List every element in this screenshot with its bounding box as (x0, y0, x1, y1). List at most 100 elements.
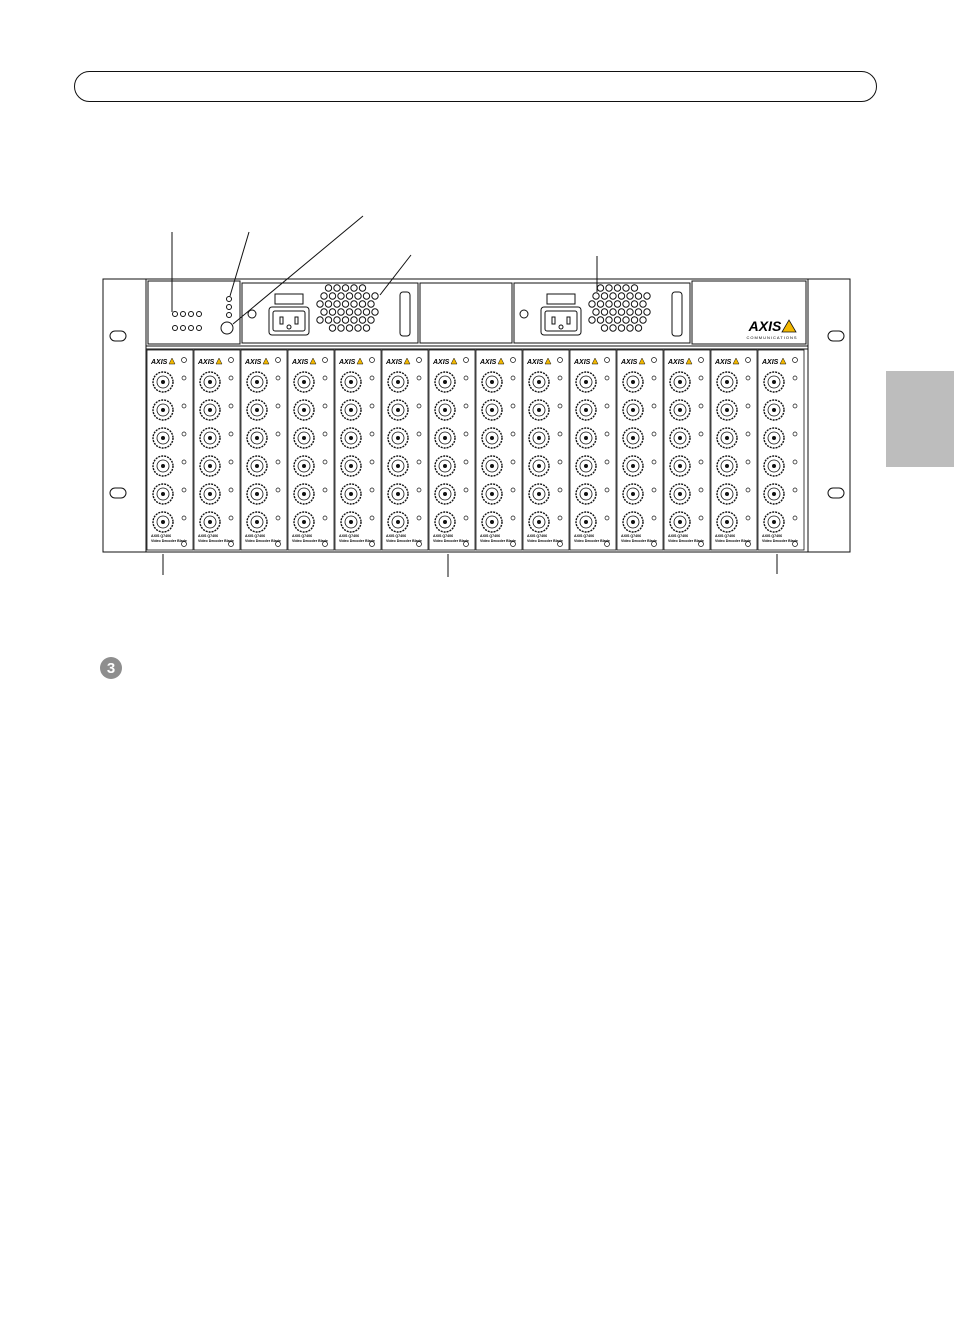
blade-brand: AXIS (573, 359, 591, 366)
power-leds (226, 296, 232, 318)
bnc-connector (246, 399, 281, 421)
bnc-connector (528, 399, 563, 421)
bnc-connector (434, 511, 469, 533)
blade-brand: AXIS (244, 359, 262, 366)
fan-grille (588, 284, 651, 332)
brand-logo-triangle (781, 319, 797, 333)
bnc-connector (528, 455, 563, 477)
blade-model-label: AXIS Q7406 (762, 534, 782, 538)
blade-type-label: Video Decoder Blade (433, 539, 469, 543)
bnc-connector (575, 483, 610, 505)
bnc-connector (293, 427, 328, 449)
blade-brand: AXIS (667, 359, 685, 366)
bnc-connector (669, 483, 704, 505)
bnc-connector (199, 483, 234, 505)
bnc-connector (434, 399, 469, 421)
psu-handle (671, 291, 683, 337)
bnc-connector (528, 427, 563, 449)
control-panel (147, 280, 241, 345)
blade-type-label: Video Decoder Blade (151, 539, 187, 543)
bnc-connector (575, 399, 610, 421)
power-supplies (241, 282, 691, 344)
control-button (220, 321, 234, 335)
fan-grille (316, 284, 379, 332)
blade-model-label: AXIS Q7406 (480, 534, 500, 538)
blade-type-label: Video Decoder Blade (621, 539, 657, 543)
blade-model-label: AXIS Q7406 (715, 534, 735, 538)
blade-type-label: Video Decoder Blade (292, 539, 328, 543)
bnc-connector (340, 455, 375, 477)
bnc-connector (622, 427, 657, 449)
blade-model-label: AXIS Q7406 (574, 534, 594, 538)
chapter-tab (886, 371, 954, 467)
bnc-connector (199, 455, 234, 477)
bnc-connector (152, 427, 187, 449)
bnc-connector (434, 371, 469, 393)
bnc-connector (246, 455, 281, 477)
bnc-connector (387, 483, 422, 505)
bnc-connector (528, 511, 563, 533)
bnc-connector (763, 427, 798, 449)
bnc-connector (434, 483, 469, 505)
power-supply-2 (513, 282, 691, 344)
blade-model-label: AXIS Q7406 (198, 534, 218, 538)
bnc-connector (152, 483, 187, 505)
power-switch (274, 293, 304, 305)
bnc-connector (716, 371, 751, 393)
bnc-connector (622, 455, 657, 477)
bnc-connector (716, 455, 751, 477)
power-supply-1 (241, 282, 419, 344)
bnc-connector (481, 427, 516, 449)
bnc-connector (246, 371, 281, 393)
blade-brand: AXIS (338, 359, 356, 366)
bnc-connector (340, 427, 375, 449)
blade-type-label: Video Decoder Blade (574, 539, 610, 543)
blade-type-label: Video Decoder Blade (762, 539, 798, 543)
bnc-connector (293, 371, 328, 393)
bnc-connector (387, 427, 422, 449)
blade-model-label: AXIS Q7406 (668, 534, 688, 538)
bnc-connector (669, 511, 704, 533)
bnc-connector (199, 371, 234, 393)
bnc-connector (434, 455, 469, 477)
blade-model-label: AXIS Q7406 (621, 534, 641, 538)
blade-model-label: AXIS Q7406 (386, 534, 406, 538)
bnc-connector (152, 371, 187, 393)
bnc-connector (716, 511, 751, 533)
bnc-connector (387, 371, 422, 393)
bnc-connector (763, 483, 798, 505)
bnc-connector (622, 483, 657, 505)
blade-brand: AXIS (432, 359, 450, 366)
bnc-connector (575, 511, 610, 533)
bnc-connector (622, 399, 657, 421)
power-switch (546, 293, 576, 305)
brand-area: AXIS COMMUNICATIONS (691, 280, 807, 345)
bnc-connector (387, 511, 422, 533)
blade-model-label: AXIS Q7406 (245, 534, 265, 538)
bnc-connector (763, 511, 798, 533)
bnc-connector (669, 371, 704, 393)
bnc-connector (575, 455, 610, 477)
bnc-connector (481, 483, 516, 505)
bnc-connector (716, 399, 751, 421)
blade-brand: AXIS (385, 359, 403, 366)
blade-brand: AXIS (620, 359, 638, 366)
bnc-connector (340, 371, 375, 393)
bnc-connector (622, 371, 657, 393)
bnc-connector (716, 427, 751, 449)
bnc-connector (293, 483, 328, 505)
blade-model-label: AXIS Q7406 (151, 534, 171, 538)
blade-brand: AXIS (479, 359, 497, 366)
blade-brand: AXIS (197, 359, 215, 366)
blade-type-label: Video Decoder Blade (339, 539, 375, 543)
bnc-connector (387, 455, 422, 477)
header-bar (74, 71, 877, 102)
